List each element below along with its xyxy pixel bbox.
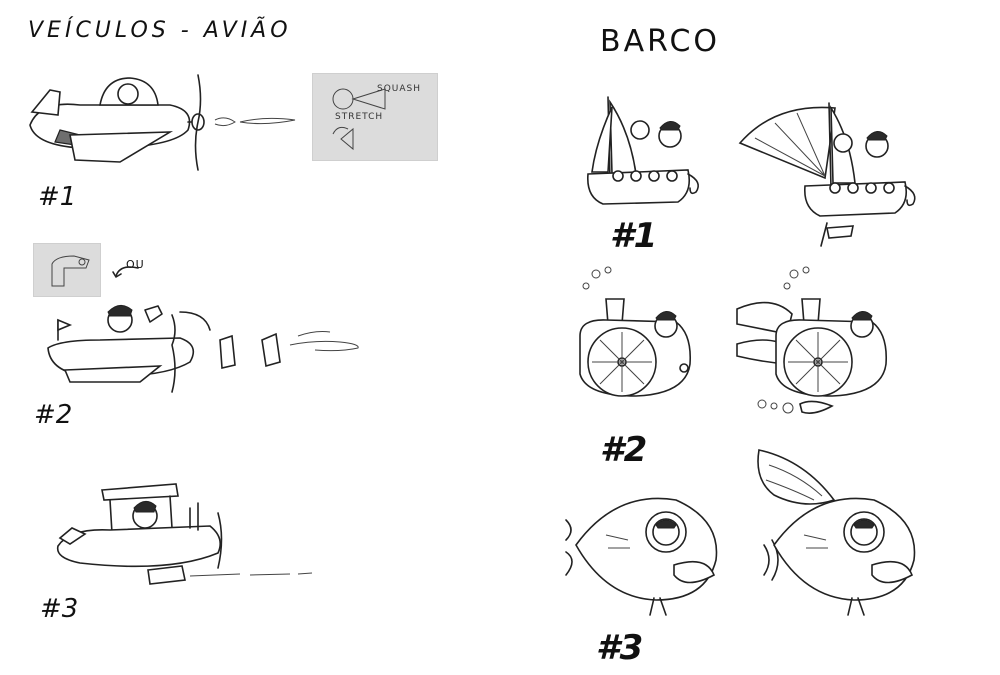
plane-1-sketch — [29, 74, 296, 171]
section-title-boat: BARCO — [600, 24, 721, 59]
photo-1-doodle — [332, 88, 386, 151]
boat-2-label: #2 — [600, 430, 648, 470]
reference-photo-1: SQUASH STRETCH — [312, 73, 438, 161]
plane-1-label: #1 — [38, 182, 77, 212]
boat-2a-sketch — [579, 266, 692, 397]
boat-1b-sketch — [738, 102, 916, 247]
plane-2-sketch — [47, 305, 359, 393]
reference-photo-2 — [33, 243, 101, 297]
plane-3-label: #3 — [40, 594, 79, 624]
section-title-plane: VEÍCULOS - AVIÃO — [28, 18, 292, 43]
boat-3-label: #3 — [596, 628, 644, 668]
boat-3b-sketch — [757, 449, 916, 616]
plane-3-sketch — [56, 483, 313, 585]
plane-2-label: #2 — [34, 400, 73, 430]
boat-3a-sketch — [565, 497, 718, 616]
boat-1-label: #1 — [610, 216, 658, 256]
photo-2-doodle — [51, 255, 90, 287]
photo-note-squash: SQUASH — [377, 84, 422, 94]
boat-2b-sketch — [736, 266, 888, 414]
arrow-doodle — [112, 266, 139, 278]
photo-note-stretch: STRETCH — [335, 112, 384, 122]
boat-1a-sketch — [586, 96, 699, 205]
